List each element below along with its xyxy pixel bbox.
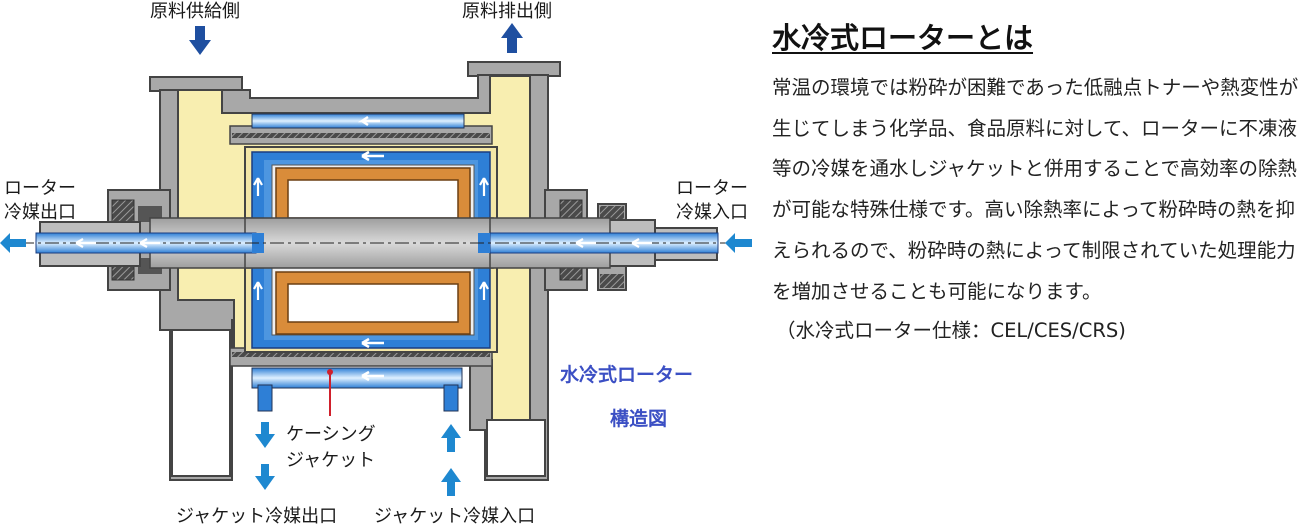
jacket-inlet-arrow-icon xyxy=(441,424,461,496)
diagram-caption-line1: 水冷式ローター xyxy=(560,363,693,386)
rotor-inlet-label-line2: 冷媒入口 xyxy=(676,202,748,223)
casing-jacket-label-line1: ケーシング xyxy=(286,424,376,445)
shaft-right-flow-arrow-icon xyxy=(575,238,596,248)
shaft-left2-flow-arrow-icon xyxy=(75,238,96,248)
diagram-caption-line2: 構造図 xyxy=(610,407,667,430)
rotor-inlet-arrow-icon xyxy=(725,233,752,253)
description-panel: 水冷式ローターとは 常温の環境では粉砕が困難であった低融点トナーや熱変性が生じて… xyxy=(772,18,1302,346)
description-body: 常温の環境では粉砕が困難であった低融点トナーや熱変性が生じてしまう化学品、食品原… xyxy=(772,76,1299,303)
shaft-right2-flow-arrow-icon xyxy=(631,238,652,248)
spec-note: （水冷式ローター仕様：CEL/CES/CRS) xyxy=(776,319,1126,343)
rotor-right-lower-arrow-icon xyxy=(479,281,489,300)
jacket-inlet-label: ジャケット冷媒入口 xyxy=(374,506,535,527)
internal-flow-arrows xyxy=(75,115,652,382)
rotor-outlet-label-line1: ローター xyxy=(4,178,76,199)
material-outlet-label: 原料排出側 xyxy=(462,1,552,22)
casing-jacket-label-line2: ジャケット xyxy=(286,450,375,471)
casing-jacket-top xyxy=(229,113,493,145)
jacket-outlet-label: ジャケット冷媒出口 xyxy=(176,506,337,527)
rotor-right-up-arrow-icon xyxy=(479,177,489,196)
rotor-shaft xyxy=(20,217,740,269)
casing-jacket-bottom xyxy=(229,347,493,412)
jacket-top-flow-arrow-icon xyxy=(357,115,380,127)
material-inlet-label: 原料供給側 xyxy=(150,1,240,22)
jacket-bottom-flow-arrow-icon xyxy=(361,370,384,382)
shaft-left-flow-arrow-icon xyxy=(139,238,160,248)
rotor-outlet-label-line2: 冷媒出口 xyxy=(4,202,76,223)
rotor-left-up-arrow-icon xyxy=(253,177,263,196)
water-cooled-rotor-diagram: 原料供給側 原料排出側 ローター 冷媒出口 ローター 冷媒入口 ケーシング ジャ… xyxy=(0,1,752,527)
rotor-bottom-flow-arrow-icon xyxy=(361,337,384,349)
material-inlet-arrow-icon xyxy=(189,26,211,55)
rotor-outlet-arrow-icon xyxy=(0,233,26,253)
material-outlet-arrow-icon xyxy=(501,23,523,53)
page-title: 水冷式ローターとは xyxy=(772,21,1034,55)
rotor-inlet-label-line1: ローター xyxy=(676,178,748,199)
rotor-left-lower-arrow-icon xyxy=(253,281,263,300)
jacket-outlet-arrow-icon xyxy=(255,422,275,490)
rotor-top-flow-arrow-icon xyxy=(361,150,384,162)
